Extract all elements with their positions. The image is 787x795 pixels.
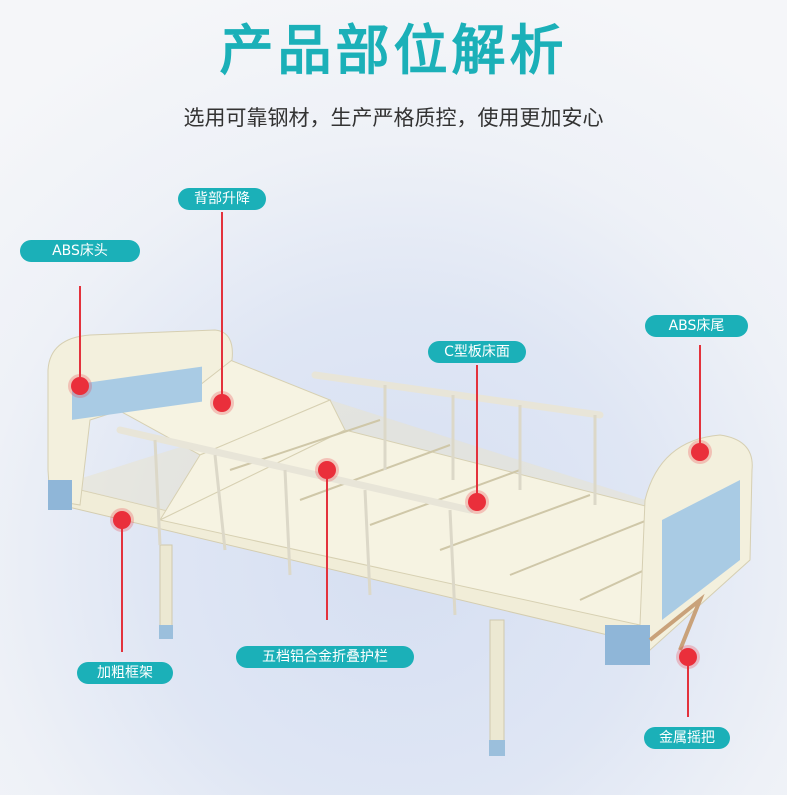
marker-crank (679, 648, 697, 666)
leader-line-crank (687, 657, 689, 717)
label-rail: 五档铝合金折叠护栏 (236, 646, 414, 668)
leader-line-footboard (699, 345, 701, 452)
label-footboard: ABS床尾 (645, 315, 748, 337)
marker-frame (113, 511, 131, 529)
page-subtitle: 选用可靠钢材，生产严格质控，使用更加安心 (183, 106, 604, 130)
label-frame: 加粗框架 (77, 662, 173, 684)
marker-surface (468, 493, 486, 511)
label-crank: 金属摇把 (644, 727, 730, 749)
leader-line-frame (121, 520, 123, 652)
leader-line-rail (326, 470, 328, 620)
marker-headboard (71, 377, 89, 395)
marker-backrest (213, 394, 231, 412)
leader-line-backrest (221, 212, 223, 403)
marker-footboard (691, 443, 709, 461)
leader-line-surface (476, 365, 478, 502)
label-surface: C型板床面 (428, 341, 526, 363)
label-headboard: ABS床头 (20, 240, 140, 262)
page-title: 产品部位解析 (219, 19, 568, 82)
label-backrest: 背部升降 (178, 188, 266, 210)
leader-line-headboard (79, 286, 81, 386)
marker-rail (318, 461, 336, 479)
